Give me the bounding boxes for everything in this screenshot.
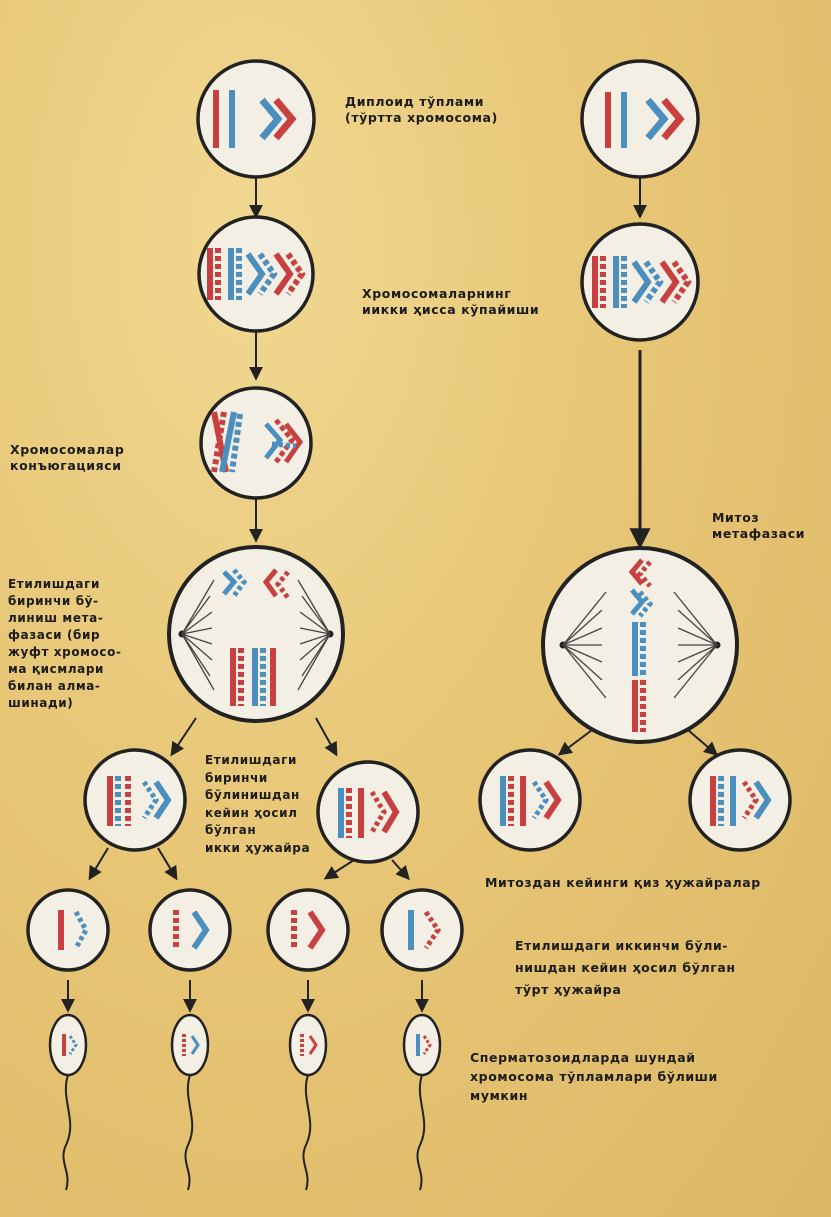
label-replication: Хромосомаларнинг иикки ҳисса кўпайиши [362,286,539,318]
cell-replication-right [582,224,698,340]
sperm-cell-1 [50,1015,86,1190]
cell-conjugation [201,388,311,498]
label-mitosis-metaphase: Митоз метафазаси [712,510,805,542]
cell-mitosis-daughter-right [690,750,790,850]
cell-diploid-right [582,61,698,177]
cell-replication-left [199,217,313,331]
cell-second-division-1 [28,890,108,970]
cell-diploid-left [198,61,314,177]
cell-mitosis-metaphase [543,548,737,742]
cell-mitosis-daughter-left [480,750,580,850]
cell-after-first-division-right [318,762,418,862]
label-conjugation: Хромосомалар конъюгацияси [10,442,124,474]
cell-second-division-3 [268,890,348,970]
cell-second-division-2 [150,890,230,970]
label-four-cells: Етилишдаги иккинчи бўли- нишдан кейин ҳо… [515,935,736,1001]
label-sperm: Сперматозоидларда шундай хромосома тўпла… [470,1048,718,1105]
sperm-cell-3 [290,1015,326,1190]
label-daughter-cells: Митоздан кейинги қиз ҳужайралар [485,875,761,891]
sperm-cell-4 [404,1015,440,1190]
label-diploid: Диплоид тўплами (тўртта хромосома) [345,94,498,126]
label-meiosis-metaphase: Етилишдаги биринчи бў- линиш мета- фазас… [8,576,122,712]
cell-second-division-4 [382,890,462,970]
sperm-cell-2 [172,1015,208,1190]
cell-after-first-division-left [85,750,185,850]
cell-meiosis-metaphase [169,547,343,721]
label-after-first-division: Етилишдаги биринчи бўлинишдан кейин ҳоси… [205,752,310,857]
